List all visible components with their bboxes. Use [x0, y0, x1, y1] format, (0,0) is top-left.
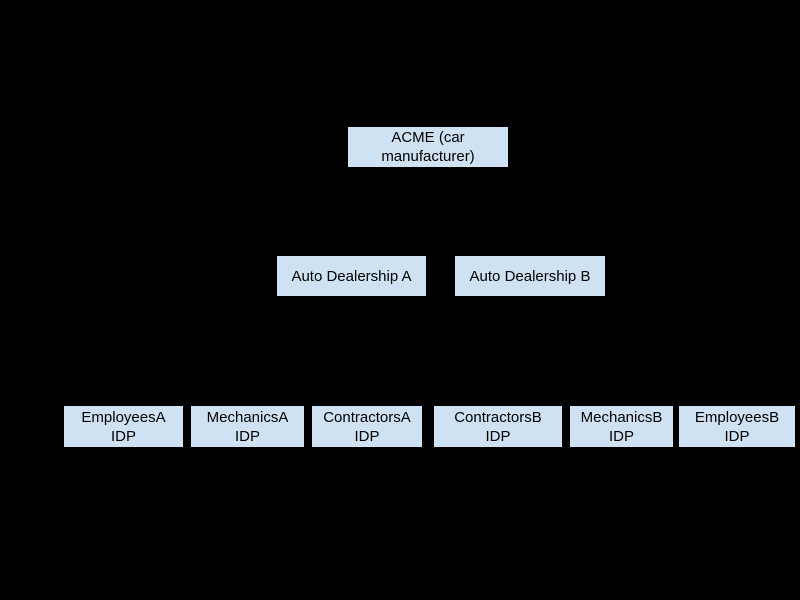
node-acme-label-line2: manufacturer) [381, 148, 475, 165]
node-mechanicsb-idp: MechanicsB IDP [570, 406, 673, 447]
node-auto-dealership-a-label: Auto Dealership A [291, 267, 412, 285]
node-auto-dealership-b: Auto Dealership B [455, 256, 605, 296]
node-employeesa-idp-label-line1: EmployeesA [81, 408, 166, 426]
node-auto-dealership-a: Auto Dealership A [277, 256, 426, 296]
node-contractorsa-idp: ContractorsA IDP [312, 406, 422, 447]
node-contractorsb-idp-label-line2: IDP [485, 427, 511, 445]
node-mechanicsb-idp-label-line1: MechanicsB [580, 408, 663, 426]
node-contractorsb-idp: ContractorsB IDP [434, 406, 562, 447]
node-employeesb-idp-label-line1: EmployeesB [694, 408, 780, 426]
node-acme: ACME (car manufacturer) [348, 127, 508, 167]
node-employeesb-idp: EmployeesB IDP [679, 406, 795, 447]
node-contractorsb-idp-label-line1: ContractorsB [454, 408, 542, 426]
node-employeesa-idp: EmployeesA IDP [64, 406, 183, 447]
node-employeesb-idp-label-line2: IDP [724, 427, 750, 445]
node-acme-label-line1: ACME (car [391, 129, 465, 146]
node-mechanicsb-idp-label-line2: IDP [608, 427, 634, 445]
node-auto-dealership-b-label: Auto Dealership B [469, 267, 591, 285]
node-mechanicsa-idp: MechanicsA IDP [191, 406, 304, 447]
node-employeesa-idp-label-line2: IDP [110, 427, 136, 445]
node-mechanicsa-idp-label-line2: IDP [234, 427, 260, 445]
node-mechanicsa-idp-label-line1: MechanicsA [206, 408, 289, 426]
node-contractorsa-idp-label-line1: ContractorsA [323, 408, 411, 426]
node-contractorsa-idp-label-line2: IDP [354, 427, 380, 445]
